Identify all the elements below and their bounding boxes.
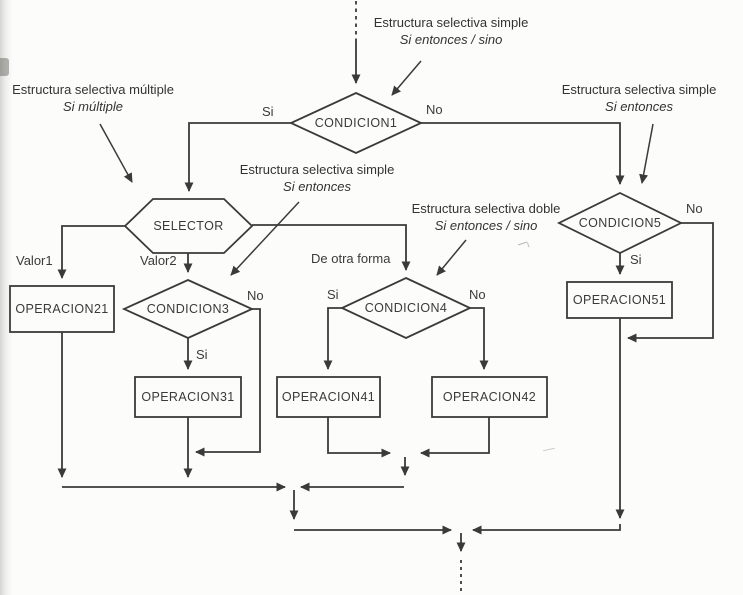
node-operacion41-label: OPERACION41	[281, 390, 376, 404]
annotation-right-line1: Estructura selectiva simple	[561, 82, 717, 97]
edge-op42-down	[420, 417, 490, 458]
annotation-doble-line1: Estructura selectiva doble	[411, 201, 561, 216]
node-operacion42-shape	[431, 376, 548, 418]
annotation-top: Estructura selectiva simple Si entonces …	[358, 15, 544, 48]
node-condicion1-label: CONDICION1	[314, 116, 398, 130]
annotation-middle-line2: Si entonces	[283, 178, 351, 194]
edge-c3-no	[195, 308, 261, 457]
annotation-middle-line1: Estructura selectiva simple	[239, 162, 395, 177]
annotation-right-line2: Si entonces	[605, 98, 673, 114]
node-operacion31-label: OPERACION31	[141, 390, 235, 404]
node-condicion5-label: CONDICION5	[578, 216, 662, 230]
edge-label-c3-no: No	[247, 288, 264, 303]
edge-label-c1-no: No	[426, 102, 443, 117]
edge-op41-down	[327, 417, 391, 458]
edge-selector-de-otra-forma	[252, 224, 411, 271]
node-operacion31-shape	[134, 376, 242, 418]
annotation-top-line1: Estructura selectiva simple	[373, 15, 529, 30]
edge-label-de-otra-forma: De otra forma	[311, 251, 391, 266]
node-condicion1-shape	[288, 92, 424, 154]
annotation-arrow-doble	[436, 239, 467, 276]
edge-label-c3-si: Si	[196, 347, 208, 362]
node-operacion21-label: OPERACION21	[15, 302, 109, 316]
edge-right-merge-left	[472, 524, 621, 535]
edge-c5-no	[627, 222, 714, 343]
annotation-arrow-top	[391, 60, 422, 96]
edge-c4-si	[323, 307, 343, 370]
node-operacion41-shape	[276, 376, 381, 418]
edge-label-valor1: Valor1	[16, 253, 53, 268]
node-condicion5-shape	[556, 191, 684, 255]
edge-label-c1-si: Si	[262, 104, 274, 119]
annotation-left-line1: Estructura selectiva múltiple	[12, 82, 174, 97]
node-condicion3-label: CONDICION3	[146, 302, 230, 316]
annotation-arrow-left	[99, 123, 133, 183]
node-condicion4-shape	[339, 277, 473, 339]
annotation-arrow-middle	[230, 201, 300, 276]
annotation-doble-line2: Si entonces / sino	[434, 217, 538, 233]
edge-c1-si	[184, 122, 292, 192]
edge-c4-no	[470, 307, 489, 370]
scan-edge-blotch	[0, 58, 9, 76]
node-condicion3-shape	[121, 279, 255, 339]
annotation-left-line2: Si múltiple	[63, 98, 123, 114]
edge-label-c4-no: No	[469, 287, 486, 302]
annotation-right: Estructura selectiva simple Si entonces	[548, 82, 730, 115]
edge-selector-valor1	[57, 225, 125, 279]
annotation-arrow-right	[639, 123, 654, 184]
edge-label-c5-no: No	[686, 201, 703, 216]
node-operacion51-shape	[566, 281, 673, 319]
annotation-middle: Estructura selectiva simple Si entonces	[224, 162, 410, 195]
node-condicion4-label: CONDICION4	[364, 301, 448, 315]
node-selector-shape	[123, 198, 254, 254]
annotation-top-line2: Si entonces / sino	[399, 31, 503, 47]
node-selector-label: SELECTOR	[153, 219, 224, 233]
edge-label-c5-si: Si	[630, 252, 642, 267]
node-operacion21-shape	[9, 285, 115, 333]
annotation-doble: Estructura selectiva doble Si entonces /…	[398, 201, 574, 234]
edge-c1-no	[420, 122, 625, 185]
node-operacion42-label: OPERACION42	[442, 390, 537, 404]
annotation-left: Estructura selectiva múltiple Si múltipl…	[0, 82, 186, 115]
edge-label-c4-si: Si	[327, 287, 339, 302]
edge-label-valor2: Valor2	[140, 253, 177, 268]
node-operacion51-label: OPERACION51	[572, 293, 667, 307]
